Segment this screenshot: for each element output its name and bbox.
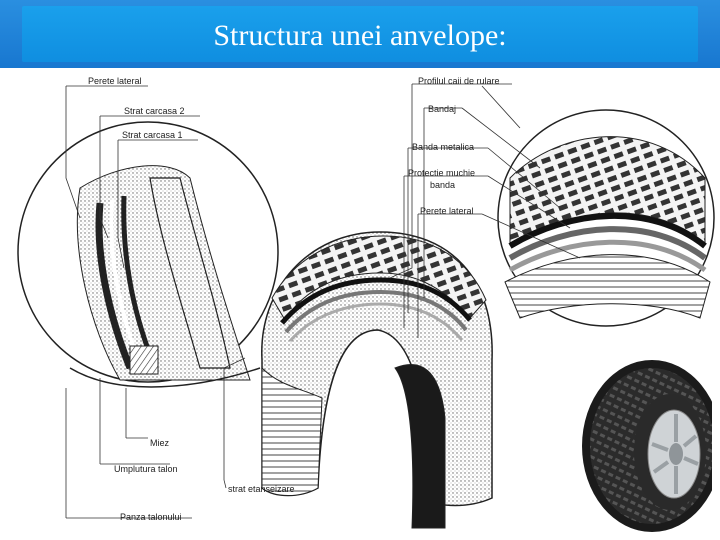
- tire-photo: [566, 354, 712, 534]
- label-protectie-banda: banda: [430, 180, 455, 190]
- label-strat-carcasa-1: Strat carcasa 1: [122, 130, 183, 140]
- label-perete-lateral-right: Perete lateral: [420, 206, 474, 216]
- title-bar: Structura unei anvelope:: [0, 0, 720, 68]
- label-strat-etanseizare: strat etanseizare: [228, 484, 295, 494]
- leader-lines: [65, 83, 581, 519]
- tire-structure-diagram: Perete lateral Strat carcasa 2 Strat car…: [17, 76, 715, 529]
- title-panel: [22, 6, 698, 62]
- slide-title: Structura unei anvelope:: [213, 19, 507, 52]
- labels: Perete lateral Strat carcasa 2 Strat car…: [88, 76, 500, 522]
- left-detail-circle: [17, 121, 279, 388]
- label-profilul-caii: Profilul caii de rulare: [418, 76, 500, 86]
- label-banda-metalica: Banda metalica: [412, 142, 474, 152]
- right-detail-circle: [497, 109, 715, 327]
- label-protectie-muchie: Protectie muchie: [408, 168, 475, 178]
- label-miez: Miez: [150, 438, 170, 448]
- label-perete-lateral-left: Perete lateral: [88, 76, 142, 86]
- central-tire: [261, 231, 493, 529]
- label-strat-carcasa-2: Strat carcasa 2: [124, 106, 185, 116]
- label-bandaj: Bandaj: [428, 104, 456, 114]
- label-panza-talonului: Panza talonului: [120, 512, 182, 522]
- label-umplutura-talon: Umplutura talon: [114, 464, 178, 474]
